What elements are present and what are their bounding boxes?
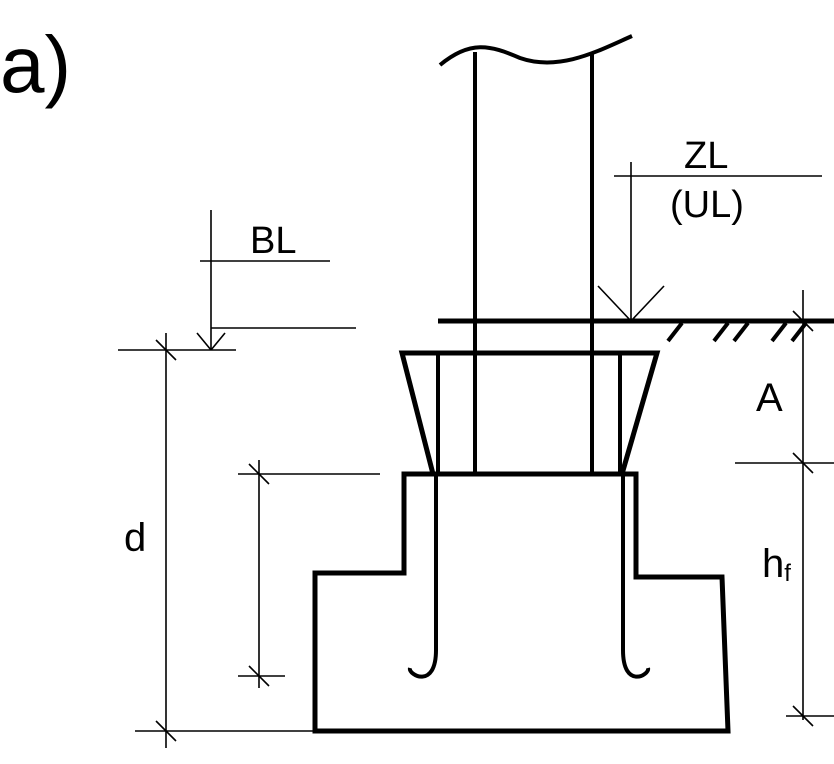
stepped-footing (312, 471, 731, 734)
ul-label: (UL) (670, 184, 744, 226)
socket (398, 350, 661, 477)
dimension-d (135, 333, 314, 748)
column (438, 34, 633, 474)
panel-label: a) (0, 20, 71, 109)
bl-level-marker (118, 210, 356, 351)
hf-label: hf (762, 542, 791, 587)
hf-label-main: h (762, 542, 784, 586)
dimension-hf (786, 705, 834, 727)
zl-level-marker (597, 162, 822, 322)
d-label: d (124, 516, 146, 560)
anchor-bars (408, 474, 650, 679)
hf-label-subscript: f (784, 560, 791, 587)
a-label: A (756, 376, 783, 420)
dimension-a (735, 290, 834, 720)
zl-label: ZL (684, 135, 728, 177)
ground-line (438, 318, 834, 343)
dimension-anchor (238, 460, 380, 688)
bl-label: BL (250, 220, 296, 262)
